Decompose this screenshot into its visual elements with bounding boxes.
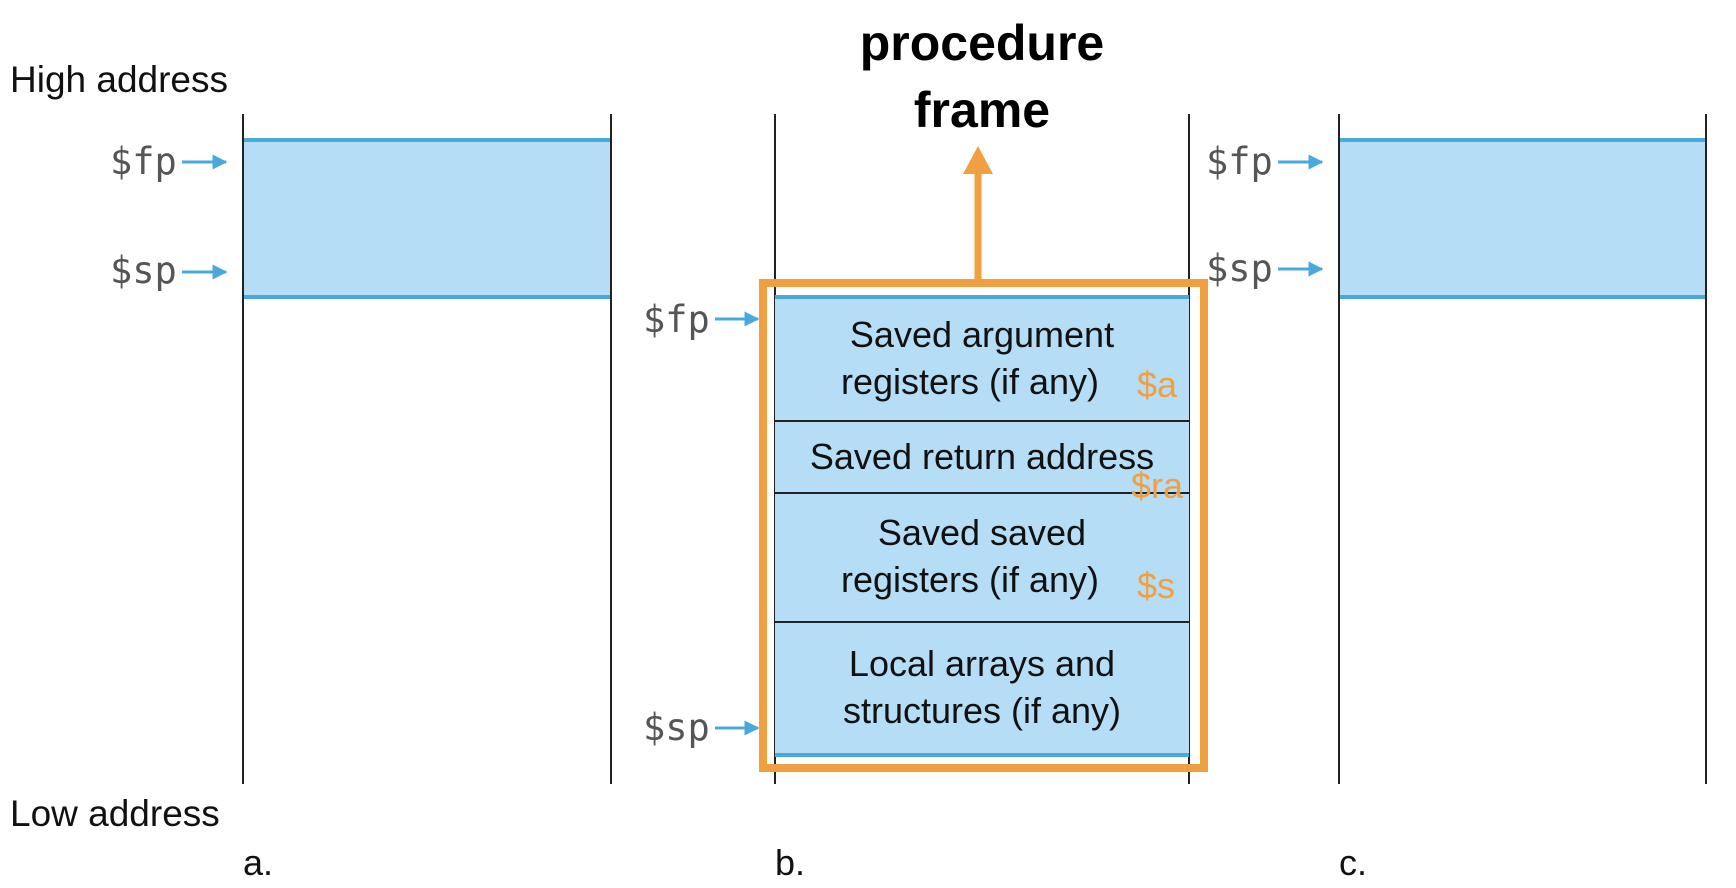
tag-a: $a (1137, 364, 1178, 405)
caption-c: c. (1339, 842, 1367, 883)
low-address-label: Low address (10, 793, 220, 834)
procedure-frame-title-line1: procedure (860, 15, 1105, 71)
panel-c-fp-label: $fp (1206, 140, 1273, 183)
panel-b: Saved argument registers (if any) $a Sav… (643, 15, 1208, 883)
local-arrays-line2: structures (if any) (843, 690, 1121, 731)
panel-b-fp-label: $fp (643, 298, 710, 341)
high-address-label: High address (10, 59, 228, 100)
caption-b: b. (775, 842, 805, 883)
local-arrays-line1: Local arrays and (849, 643, 1115, 684)
panel-a-fp-label: $fp (110, 140, 177, 183)
panel-a-sp-label: $sp (110, 249, 177, 292)
panel-c-frame (1339, 140, 1706, 297)
saved-saved-line1: Saved saved (878, 512, 1086, 553)
procedure-frame-highlight (759, 279, 1208, 772)
procedure-frame-arrowhead (963, 146, 993, 174)
tag-ra: $ra (1131, 465, 1184, 506)
panel-a-frame (243, 140, 611, 297)
saved-argument-line2: registers (if any) (841, 361, 1099, 402)
panel-b-sp-label: $sp (643, 706, 710, 749)
saved-return-address: Saved return address (810, 436, 1154, 477)
panel-a: $fp $sp a. (110, 114, 612, 883)
caption-a: a. (243, 842, 273, 883)
saved-argument-line1: Saved argument (850, 314, 1114, 355)
panel-c-sp-label: $sp (1206, 247, 1273, 290)
tag-s: $s (1137, 565, 1175, 606)
procedure-frame-title-line2: frame (914, 82, 1050, 138)
panel-c: $fp $sp c. (1206, 114, 1707, 883)
saved-saved-line2: registers (if any) (841, 559, 1099, 600)
procedure-frame-fill (775, 297, 1189, 755)
